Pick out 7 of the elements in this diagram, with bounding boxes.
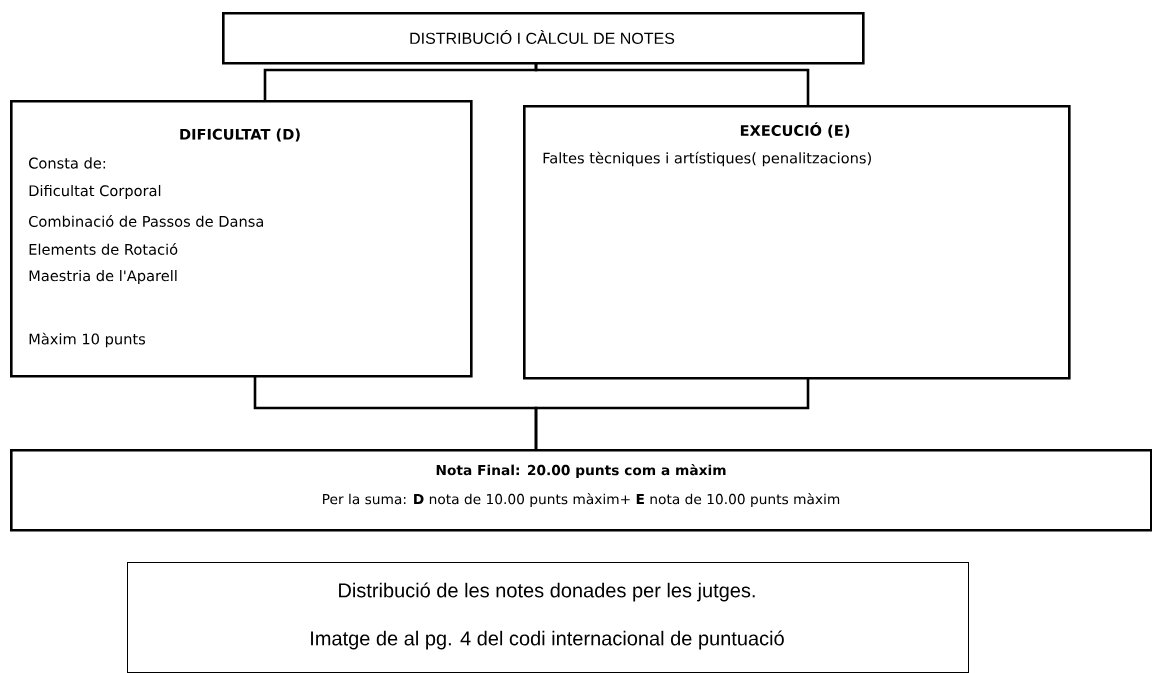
text-box: DIFICULTAT (D) Consta de: Dificultat Corporal Combinació de Passos de Dansa Elements de Rotació Maestria de l'Aparell Màxim 10 punts (10, 100, 473, 378)
connector-line (534, 62, 810, 105)
text-box: DISTRIBUCIÓ I CÀLCUL DE NOTES (222, 12, 865, 65)
connector-line (534, 377, 810, 449)
text-box: EXECUCIÓ (E) Faltes tècniques i artístiques( penalitzacions) (523, 105, 1071, 380)
text-box: Distribució de les notes donades per les jutges. Imatge de al pg. 4 del codi internacional de puntuació (127, 562, 969, 673)
text-box: Nota Final: 20.00 punts com a màxim Per la suma: D nota de 10.00 punts màxim+ E nota de 10.00 punts màxim (10, 449, 1152, 532)
